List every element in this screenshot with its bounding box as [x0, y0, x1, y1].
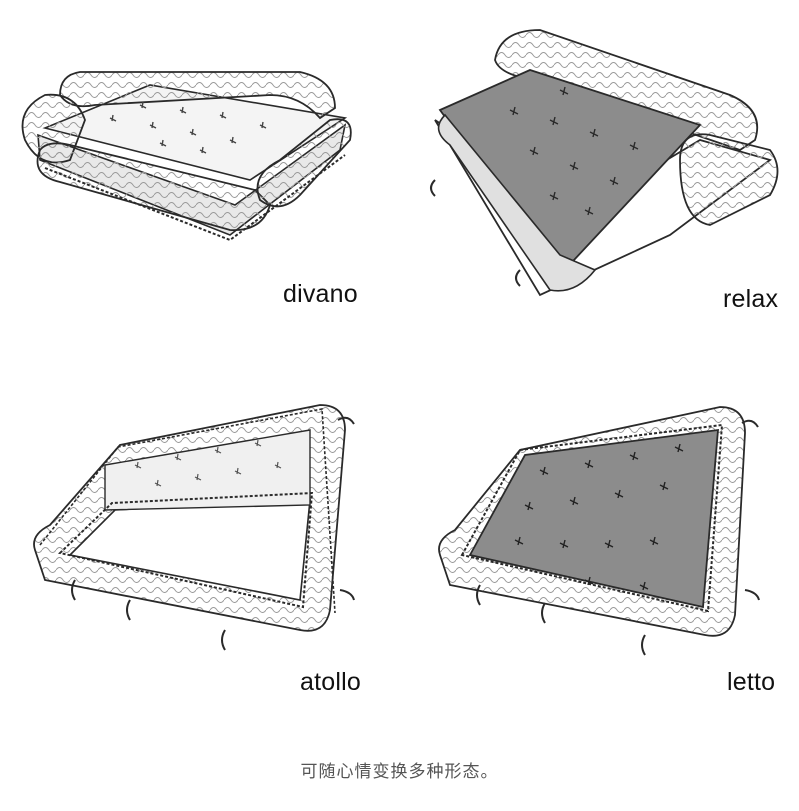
sofa-icon — [21, 71, 352, 242]
caption: 可随心情变换多种形态。 — [300, 762, 499, 782]
label-relax: relax — [723, 285, 779, 313]
panel-letto: letto — [400, 385, 799, 715]
panel-atollo: atollo — [0, 385, 400, 715]
panel-relax: relax — [400, 0, 799, 330]
panel-divano: divano — [0, 0, 400, 330]
sofa-reclined-icon — [430, 29, 779, 297]
label-divano: divano — [283, 280, 358, 308]
sofa-bed-icon — [438, 406, 760, 656]
label-atollo: atollo — [300, 668, 361, 696]
sofa-frame-icon — [33, 404, 355, 651]
label-letto: letto — [727, 668, 776, 696]
